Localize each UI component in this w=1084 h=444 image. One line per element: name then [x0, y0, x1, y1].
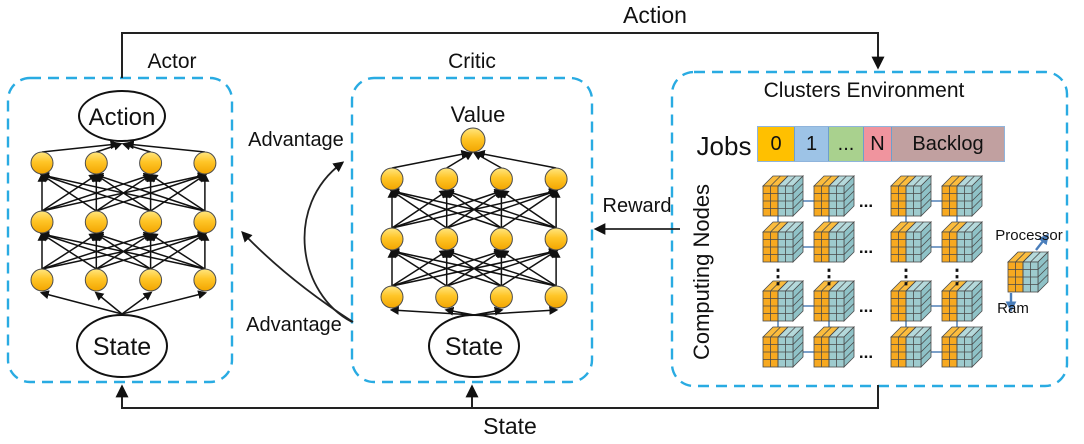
clusters-title: Clusters Environment	[764, 79, 965, 102]
svg-text:⋮: ⋮	[896, 266, 916, 288]
computing-nodes-label: Computing Nodes	[689, 184, 714, 360]
processor-pointer-arrow	[1035, 233, 1050, 251]
action-flow-label: Action	[623, 2, 687, 28]
computing-nodes-grid: ............ ⋮ ⋮ ⋮ ⋮	[762, 175, 983, 368]
actor-box	[6, 76, 234, 384]
critic-network	[380, 127, 568, 316]
svg-text:⋮: ⋮	[947, 266, 967, 288]
svg-text:...: ...	[859, 297, 873, 316]
actor-state-ellipse	[76, 314, 168, 378]
job-slot: 1	[795, 127, 829, 161]
svg-text:...: ...	[859, 192, 873, 211]
advantage-upper-label: Advantage	[248, 129, 344, 151]
job-slot: N	[864, 127, 892, 161]
node-legend	[1007, 251, 1049, 293]
advantage-lower-label: Advantage	[246, 314, 342, 336]
action-flow-arrow	[121, 32, 885, 78]
jobs-label: Jobs	[697, 131, 752, 161]
actor-title: Actor	[147, 50, 196, 73]
job-slot: ...	[829, 127, 864, 161]
value-label: Value	[451, 102, 506, 127]
svg-text:⋮: ⋮	[819, 266, 839, 288]
action-ellipse	[78, 90, 166, 142]
job-slot: Backlog	[892, 127, 1004, 161]
advantage-arrow-to-critic	[303, 161, 353, 323]
reward-label: Reward	[603, 195, 672, 217]
actor-network	[30, 140, 217, 315]
svg-text:...: ...	[859, 343, 873, 362]
processor-label: Processor	[995, 227, 1063, 244]
state-flow-label: State	[483, 413, 537, 439]
actor-state-label: State	[93, 333, 151, 361]
job-slot: 0	[758, 127, 795, 161]
critic-box	[350, 76, 594, 384]
critic-state-label: State	[445, 333, 503, 361]
action-ellipse-label: Action	[89, 104, 156, 131]
critic-title: Critic	[448, 50, 496, 73]
advantage-arrow-to-actor	[241, 231, 354, 323]
state-flow-arrow	[115, 384, 879, 409]
ram-label: Ram	[997, 300, 1029, 317]
svg-text:⋮: ⋮	[768, 266, 788, 288]
critic-state-ellipse	[428, 314, 520, 378]
svg-text:...: ...	[859, 238, 873, 257]
